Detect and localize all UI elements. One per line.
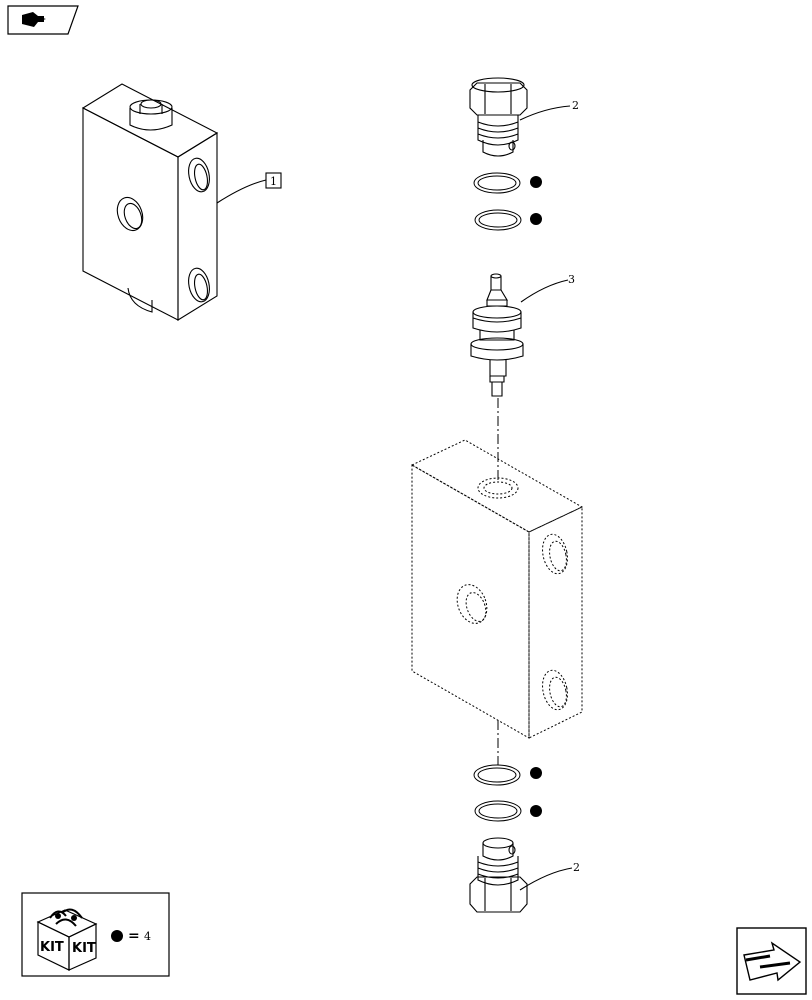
o-ring-bottom-2: [474, 800, 522, 822]
kit-equals-sign: =: [128, 928, 140, 944]
callout-label-1: 1: [270, 175, 277, 188]
kit-box-icon: [36, 908, 98, 971]
kit-marker-dot-4: [530, 805, 542, 817]
plug-fitting-bottom: [469, 837, 573, 913]
kit-label-right: KIT: [72, 941, 96, 956]
callout-label-3: 3: [568, 273, 575, 286]
book-arrow-icon[interactable]: [7, 5, 79, 35]
o-ring-bottom-1: [473, 764, 521, 786]
callout-box-1: [265, 172, 282, 189]
next-page-arrow-icon[interactable]: [736, 927, 807, 995]
kit-label-left: KIT: [40, 940, 64, 955]
o-ring-top-2: [474, 209, 522, 231]
callout-label-2-bottom: 2: [573, 861, 580, 874]
filled-dot-icon: [111, 930, 123, 942]
o-ring-top-1: [473, 172, 521, 194]
plug-fitting-top: [469, 77, 571, 157]
kit-marker-dot-2: [530, 213, 542, 225]
kit-marker-dot-1: [530, 176, 542, 188]
valve-block-assembly: [81, 83, 282, 321]
kit-legend-box: KIT KIT = 4: [21, 892, 170, 977]
valve-block-phantom: [410, 439, 584, 739]
kit-number: 4: [144, 930, 151, 943]
kit-marker-dot-3: [530, 767, 542, 779]
spool-cartridge: [470, 273, 569, 397]
callout-label-2-top: 2: [572, 99, 579, 112]
